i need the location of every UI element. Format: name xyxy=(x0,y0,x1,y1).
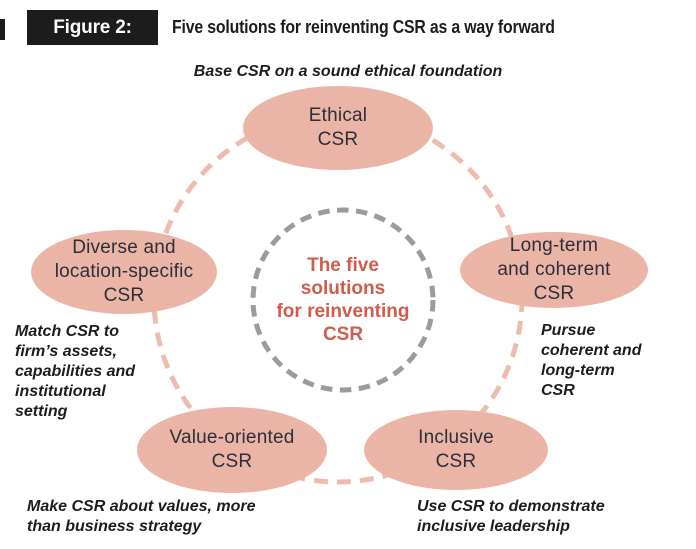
node-label-value-oriented-csr: Value-oriented CSR xyxy=(169,427,295,472)
node-label-diverse-csr: Diverse and location-specific CSR xyxy=(54,237,194,306)
figure-tag: Figure 2: xyxy=(27,10,158,45)
annotation-ethical-csr: Base CSR on a sound ethical foundation xyxy=(193,63,503,80)
figure-title: Five solutions for reinventing CSR as a … xyxy=(172,17,555,37)
figure-title-wrap: Five solutions for reinventing CSR as a … xyxy=(172,10,607,45)
annotation-diverse-csr: Match CSR to firm’s assets, capabilities… xyxy=(15,323,136,420)
page-edge-artifact xyxy=(0,19,5,40)
ellipse-inclusive-csr xyxy=(364,410,548,490)
inner-dashed-circle xyxy=(250,207,436,393)
annotation-inclusive-csr: Use CSR to demonstrate inclusive leaders… xyxy=(417,498,605,535)
ellipse-diverse-csr xyxy=(31,230,217,314)
node-label-ethical-csr: Ethical CSR xyxy=(308,105,368,150)
figure-tag-label: Figure 2: xyxy=(53,16,132,38)
node-label-long-term-csr: Long-term and coherent CSR xyxy=(497,235,611,304)
ellipse-value-oriented-csr xyxy=(137,407,327,493)
ellipse-ethical-csr xyxy=(243,86,433,170)
annotation-long-term-csr: Pursue coherent and long-term CSR xyxy=(541,322,642,399)
center-hub-label: The five solutions for reinventing CSR xyxy=(276,255,410,345)
annotation-value-oriented-csr: Make CSR about values, more than busines… xyxy=(27,498,256,535)
ellipse-long-term-csr xyxy=(460,232,648,308)
node-label-inclusive-csr: Inclusive CSR xyxy=(418,427,494,472)
